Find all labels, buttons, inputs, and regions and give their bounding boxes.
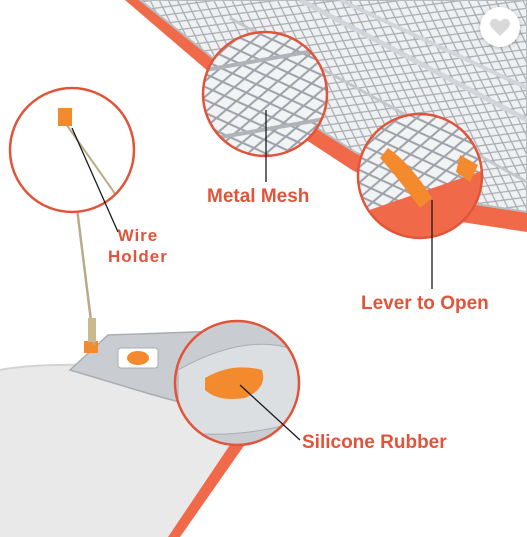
zoom-ring-silicone — [173, 319, 301, 447]
pointer-lines — [71, 110, 433, 441]
callout-wire-holder-line1: Wire — [117, 226, 159, 245]
zoom-silicone — [175, 321, 299, 445]
zoom-ring-wire — [8, 86, 136, 214]
zoom-ring-mesh — [201, 30, 329, 158]
callout-metal-mesh: Metal Mesh — [207, 186, 310, 207]
callout-wire-holder: Wire Holder — [108, 225, 168, 267]
zoom-lever — [358, 114, 482, 238]
callout-silicone-rubber: Silicone Rubber — [302, 432, 447, 453]
callout-wire-holder-line2: Holder — [108, 247, 168, 266]
zoom-ring-lever — [356, 112, 484, 240]
favorite-button[interactable] — [480, 7, 520, 47]
callout-lever: Lever to Open — [361, 293, 489, 314]
heart-icon — [490, 18, 510, 37]
zoom-wire-holder — [10, 88, 134, 212]
